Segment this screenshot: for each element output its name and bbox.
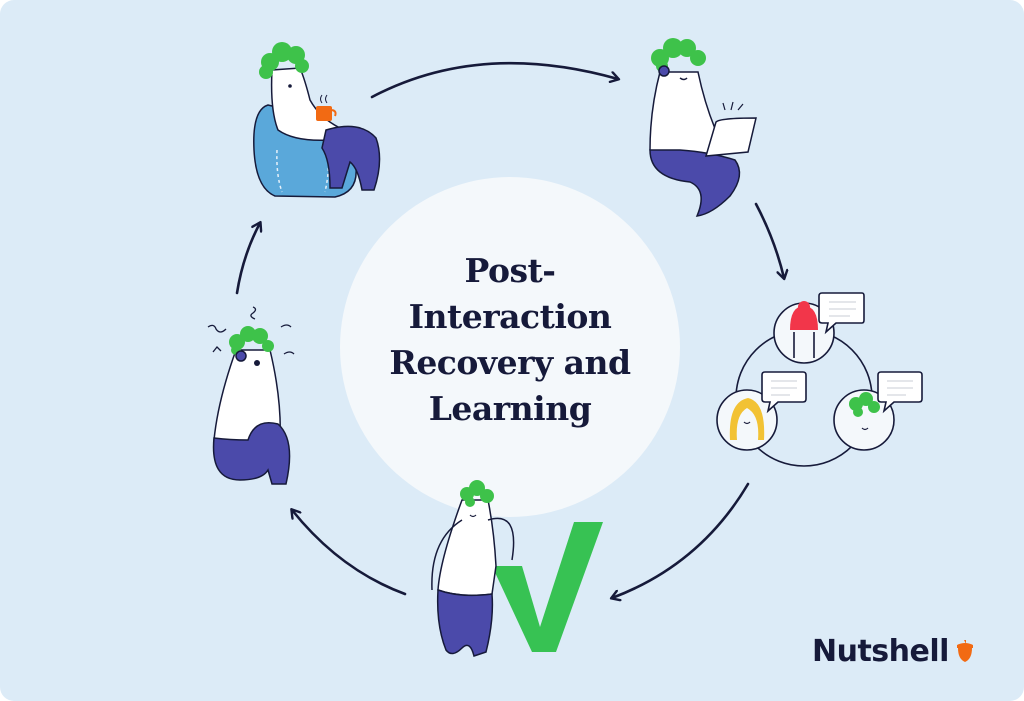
- hair: [229, 326, 274, 355]
- diagram-title: Post- Interaction Recovery and Learning: [340, 248, 680, 432]
- avatar-yellow-hair: [716, 389, 778, 451]
- brand-logo[interactable]: Nutshell: [812, 629, 975, 673]
- title-line-2: Interaction: [408, 297, 612, 336]
- logo-text: Nutshell: [812, 633, 949, 669]
- coffee-cup: [316, 106, 332, 121]
- checkmark-icon: [492, 522, 603, 652]
- body: [437, 499, 497, 597]
- pants: [649, 149, 741, 217]
- center-circle: [340, 177, 680, 517]
- headset-icon: [235, 350, 247, 362]
- arrow-bottom-left: [292, 510, 407, 596]
- pants: [321, 125, 381, 191]
- stage-stressed-person: [207, 306, 295, 485]
- arrow-left: [235, 223, 260, 295]
- headset-icon: [658, 65, 670, 77]
- avatar-green-hair: [833, 389, 895, 451]
- stage-success-checkmark: [431, 480, 603, 657]
- pants: [436, 588, 494, 657]
- pants: [212, 422, 291, 485]
- speech-bubble: [818, 292, 865, 335]
- hair: [651, 38, 706, 72]
- hair: [460, 480, 494, 507]
- hair: [259, 42, 309, 79]
- stage-conversation-network: [716, 292, 923, 467]
- stage-relaxing-beanbag: [253, 42, 381, 198]
- laptop: [704, 117, 757, 157]
- speech-bubble: [761, 371, 807, 414]
- title-line-4: Learning: [428, 389, 592, 428]
- speech-bubble: [877, 371, 923, 414]
- acorn-icon: [956, 640, 973, 662]
- cycle-arrows: [235, 61, 784, 598]
- title-line-1: Post-: [464, 251, 556, 290]
- arrow-right-lower: [612, 482, 750, 598]
- title-line-3: Recovery and: [389, 343, 631, 382]
- arrow-top: [370, 61, 618, 99]
- arrow-right-upper: [754, 202, 784, 278]
- stress-marks: [207, 306, 295, 355]
- stage-typing-laptop: [649, 38, 757, 217]
